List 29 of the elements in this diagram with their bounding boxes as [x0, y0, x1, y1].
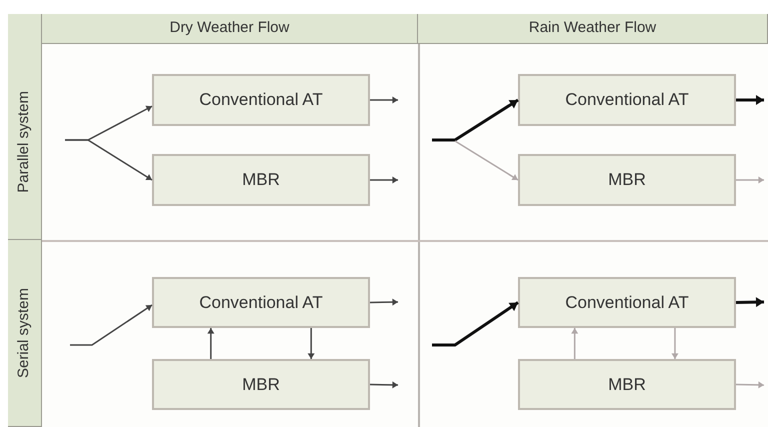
arrow [432, 301, 519, 346]
process-box: Conventional AT [152, 277, 370, 328]
process-box: Conventional AT [152, 74, 370, 126]
arrow [370, 381, 398, 388]
arrow [370, 298, 398, 306]
arrow [70, 304, 152, 346]
arrow [370, 176, 398, 184]
row-header: Parallel system [8, 44, 42, 240]
arrow [571, 328, 578, 359]
arrow [736, 381, 764, 388]
arrow [370, 96, 398, 104]
process-box: MBR [152, 154, 370, 206]
arrow [308, 328, 315, 359]
arrow [454, 140, 518, 181]
arrow [736, 95, 764, 105]
arrow [207, 328, 214, 359]
process-box: Conventional AT [518, 74, 736, 126]
process-box: Conventional AT [518, 277, 736, 328]
arrow [65, 139, 152, 181]
column-header: Rain Weather Flow [418, 14, 768, 44]
process-box: MBR [518, 154, 736, 206]
arrow [736, 297, 764, 308]
process-box: MBR [518, 359, 736, 410]
arrow [432, 98, 519, 142]
row-header: Serial system [8, 240, 42, 427]
arrow [671, 328, 678, 359]
process-box: MBR [152, 359, 370, 410]
column-header: Dry Weather Flow [42, 14, 418, 44]
arrow [736, 176, 764, 184]
